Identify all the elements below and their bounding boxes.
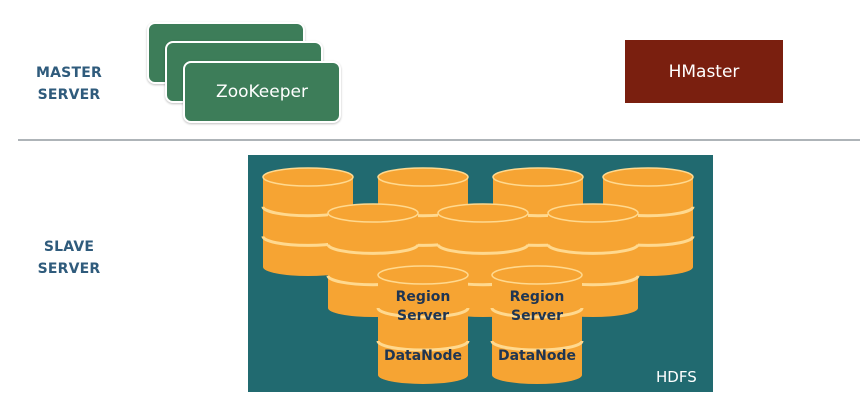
- zookeeper-label: ZooKeeper: [216, 82, 308, 102]
- cylinder-top-rim: [327, 203, 419, 223]
- cylinder-band-1: [326, 243, 420, 255]
- region-server-cylinder-2: [490, 265, 584, 384]
- cylinder-top-rim: [377, 167, 469, 187]
- region-server-cylinder-1: [376, 265, 470, 384]
- hdfs-label: HDFS: [656, 368, 697, 386]
- cylinder-band-1: [490, 307, 584, 319]
- cylinder-top-rim: [492, 167, 584, 187]
- zookeeper-card-front: ZooKeeper: [183, 61, 341, 123]
- section-divider: [18, 139, 860, 141]
- cylinder-band-1: [546, 243, 640, 255]
- cylinder-band-1: [376, 307, 470, 319]
- slave-server-label: SLAVE SERVER: [37, 239, 101, 277]
- cylinder-top-rim: [377, 265, 469, 285]
- cylinder-band-2: [490, 340, 584, 352]
- cylinder-top: [378, 266, 468, 284]
- cylinder-top: [263, 168, 353, 186]
- hmaster-box: HMaster: [625, 40, 783, 103]
- cylinder-top: [548, 204, 638, 222]
- region-server-2-title: Region Server: [509, 289, 565, 324]
- cylinder-top: [493, 168, 583, 186]
- cylinder-top-rim: [547, 203, 639, 223]
- region-server-1-title: Region Server: [395, 289, 451, 324]
- datanode-1-label: DataNode: [383, 348, 463, 364]
- cylinder-top-rim: [602, 167, 694, 187]
- cylinder-body: [492, 275, 582, 384]
- cylinder-top-rim: [437, 203, 529, 223]
- master-server-label: MASTER SERVER: [36, 65, 102, 103]
- cylinder-top: [378, 168, 468, 186]
- hdfs-panel: [248, 155, 713, 392]
- hmaster-label: HMaster: [668, 61, 740, 82]
- cylinder-top: [438, 204, 528, 222]
- cylinder-top: [328, 204, 418, 222]
- cylinder-top: [603, 168, 693, 186]
- cylinder-top-rim: [262, 167, 354, 187]
- cylinder-band-1: [436, 243, 530, 255]
- hdfs-storage-cylinders: [248, 155, 713, 392]
- cylinder-body: [378, 275, 468, 384]
- cylinder-top-rim: [491, 265, 583, 285]
- cylinder-band-2: [376, 340, 470, 352]
- datanode-2-label: DataNode: [497, 348, 577, 364]
- cylinder-top: [492, 266, 582, 284]
